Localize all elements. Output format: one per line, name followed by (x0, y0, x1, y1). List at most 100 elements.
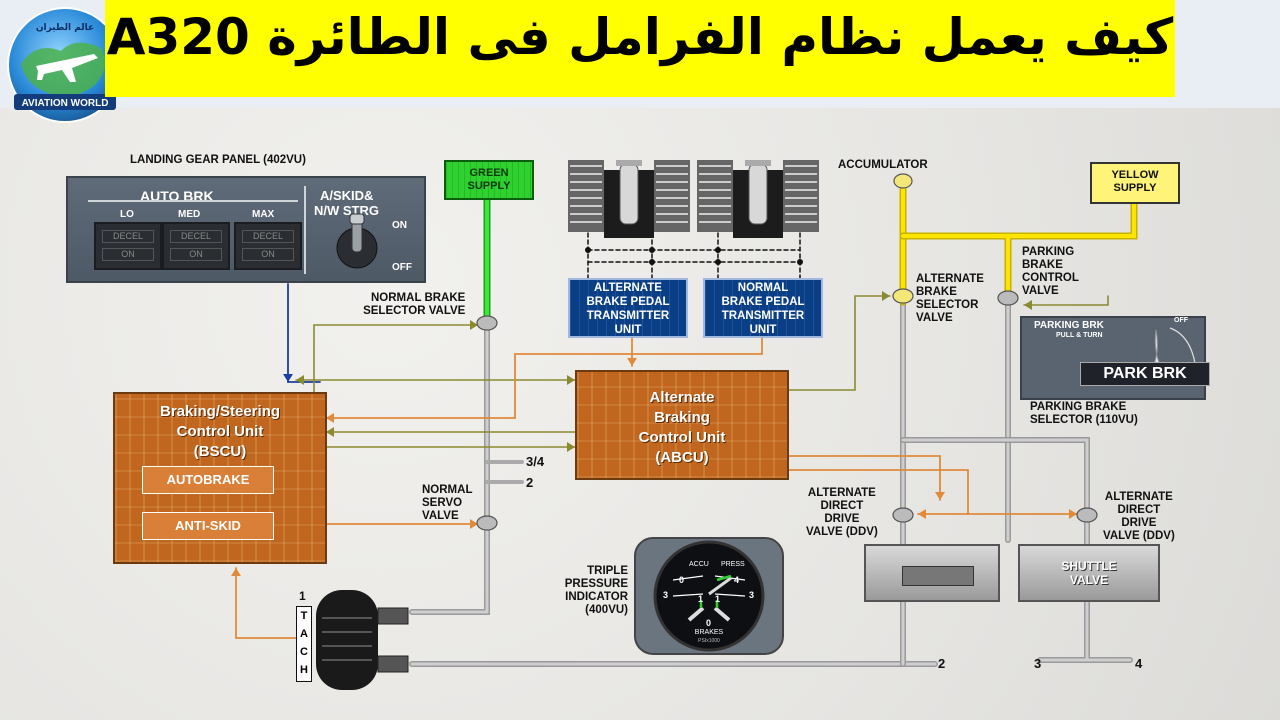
triple-pressure-gauge: ACCU PRESS 0 4 3 1 1 3 0 BRAKES PSIx1000 (634, 537, 784, 655)
gauge-accu: ACCU (689, 561, 709, 568)
norm-tx-l2: BRAKE PEDAL (721, 296, 805, 308)
autobrake-lo-button[interactable]: DECEL ON (94, 222, 162, 270)
ddv-piston (902, 566, 974, 586)
tp-l2: PRESSURE (564, 578, 628, 590)
tach-box: T A C H (296, 606, 312, 682)
green-supply-l1: GREEN (469, 167, 509, 179)
parking-brake-selector-label: PARKING BRAKE SELECTOR (110VU) (1030, 401, 1138, 427)
normal-servo-label: NORMAL SERVO VALVE (422, 484, 472, 523)
abcu-title-1: Alternate (649, 389, 715, 406)
parking-brk-title: PARKING BRK (1034, 320, 1104, 331)
gauge-tick-0a: 0 (679, 575, 684, 585)
title-banner: كيف يعمل نظام الفرامل فى الطائرة A320 (105, 0, 1175, 97)
tp-l1: TRIPLE (587, 565, 628, 577)
alt-brake-selector-valve (892, 288, 914, 304)
norm-tx-l3: TRANSMITTER (721, 310, 805, 322)
panel-divider-h (88, 200, 298, 202)
nbs-l1: NORMAL BRAKE (371, 292, 466, 304)
alt-ddv-right-label: ALTERNATE DIRECT DRIVE VALVE (DDV) (1103, 491, 1175, 543)
alt-ddv-left-valve (892, 507, 914, 523)
normal-brake-selector-valve (476, 315, 498, 331)
line-34-label: 3/4 (526, 454, 545, 469)
right-brake-pedal-icon (697, 160, 819, 238)
yellow-supply-l1: YELLOW (1111, 169, 1159, 181)
pbs-l2: SELECTOR (110VU) (1030, 414, 1138, 426)
decel-indicator: DECEL (242, 230, 294, 243)
ddvr-l4: VALVE (DDV) (1103, 530, 1175, 542)
line-2-label: 2 (526, 475, 534, 490)
med-label: MED (178, 209, 201, 220)
ddvl-l1: ALTERNATE (807, 487, 876, 499)
ddvl-l4: VALVE (DDV) (806, 526, 878, 538)
accumulator-symbol (893, 173, 913, 189)
gauge-tick-4: 4 (734, 575, 739, 585)
switch-on-label: ON (392, 220, 407, 231)
alternate-brake-pedal-transmitter: ALTERNATE BRAKE PEDAL TRANSMITTER UNIT (568, 278, 688, 338)
abcu-title-3: Control Unit (638, 429, 726, 446)
ns-l3: VALVE (422, 510, 459, 522)
line-1-label: 1 (299, 589, 306, 603)
askid-label-1: A/SKID& (320, 188, 374, 203)
alt-tx-l1: ALTERNATE (594, 282, 662, 294)
tach-t: T (300, 610, 308, 622)
alt-tx-l4: UNIT (614, 324, 642, 336)
aviation-world-logo: AVIATION WORLD عالم الطيران (7, 7, 123, 123)
output-4-label: 4 (1135, 656, 1143, 671)
on-indicator: ON (102, 248, 154, 261)
on-indicator: ON (170, 248, 222, 261)
tach-h: H (300, 664, 308, 676)
autobrake-med-button[interactable]: DECEL ON (162, 222, 230, 270)
gauge-tick-1a: 1 (698, 594, 703, 604)
bscu-title-1: Braking/Steering (159, 403, 281, 420)
pbc-l1: PARKING (1022, 246, 1075, 258)
tach-c: C (300, 646, 308, 658)
lo-label: LO (120, 209, 134, 220)
gauge-brakes: BRAKES (695, 629, 724, 636)
abs-l3: SELECTOR (916, 299, 979, 311)
pull-turn-label: PULL & TURN (1056, 332, 1103, 339)
ddvr-l2: DIRECT (1117, 504, 1161, 516)
shuttle-valve-block: SHUTTLE VALVE (1018, 544, 1160, 602)
tp-l4: (400VU) (585, 604, 628, 616)
pbs-l1: PARKING BRAKE (1030, 401, 1127, 413)
landing-gear-panel: AUTO BRK LO MED MAX DECEL ON DECEL ON DE… (66, 176, 426, 283)
abs-l4: VALVE (916, 312, 953, 324)
page-title: كيف يعمل نظام الفرامل فى الطائرة A320 (106, 8, 1174, 66)
gauge-tick-3b: 3 (749, 590, 754, 600)
landing-gear-panel-caption: LANDING GEAR PANEL (402VU) (130, 154, 306, 166)
bscu-title-2: Control Unit (176, 423, 264, 440)
parking-brake-control-label: PARKING BRAKE CONTROL VALVE (1022, 246, 1079, 298)
norm-tx-l1: NORMAL (737, 282, 789, 294)
pbc-l3: CONTROL (1022, 272, 1079, 284)
yellow-supply-box: YELLOW SUPPLY (1090, 162, 1180, 204)
ddvl-l2: DIRECT (820, 500, 864, 512)
ddvl-l3: DRIVE (824, 513, 860, 525)
ddvr-l1: ALTERNATE (1104, 491, 1173, 503)
alt-ddv-left-block (864, 544, 1000, 602)
abs-l1: ALTERNATE (916, 273, 984, 285)
accumulator-label: ACCUMULATOR (838, 159, 928, 171)
parking-brake-panel: PARKING BRK PULL & TURN OFF PARK BRK (1020, 316, 1210, 400)
park-brk-button[interactable]: PARK BRK (1080, 362, 1210, 386)
parking-brake-control-valve (997, 290, 1019, 306)
logo-english-text: AVIATION WORLD (22, 98, 109, 109)
wheel-brake-icon (316, 590, 409, 690)
decel-indicator: DECEL (102, 230, 154, 243)
abs-l2: BRAKE (916, 286, 957, 298)
tp-l3: INDICATOR (565, 591, 628, 603)
ns-l2: SERVO (422, 497, 463, 509)
abcu-title-2: Braking (654, 409, 710, 426)
logo-arabic-text: عالم الطيران (36, 23, 94, 33)
shuttle-valve-l1: SHUTTLE (1061, 559, 1117, 573)
gauge-tick-0b: 0 (706, 618, 711, 628)
ddvr-l3: DRIVE (1121, 517, 1157, 529)
autobrake-max-button[interactable]: DECEL ON (234, 222, 302, 270)
askid-toggle-switch[interactable] (326, 210, 388, 272)
gauge-press: PRESS (721, 561, 745, 568)
green-supply-l2: SUPPLY (467, 180, 511, 192)
antiskid-box: ANTI-SKID (142, 512, 274, 540)
left-brake-pedal-icon (568, 160, 690, 238)
shuttle-valve-l2: VALVE (1069, 573, 1109, 587)
bscu-box: Braking/Steering Control Unit (BSCU) AUT… (113, 392, 327, 564)
